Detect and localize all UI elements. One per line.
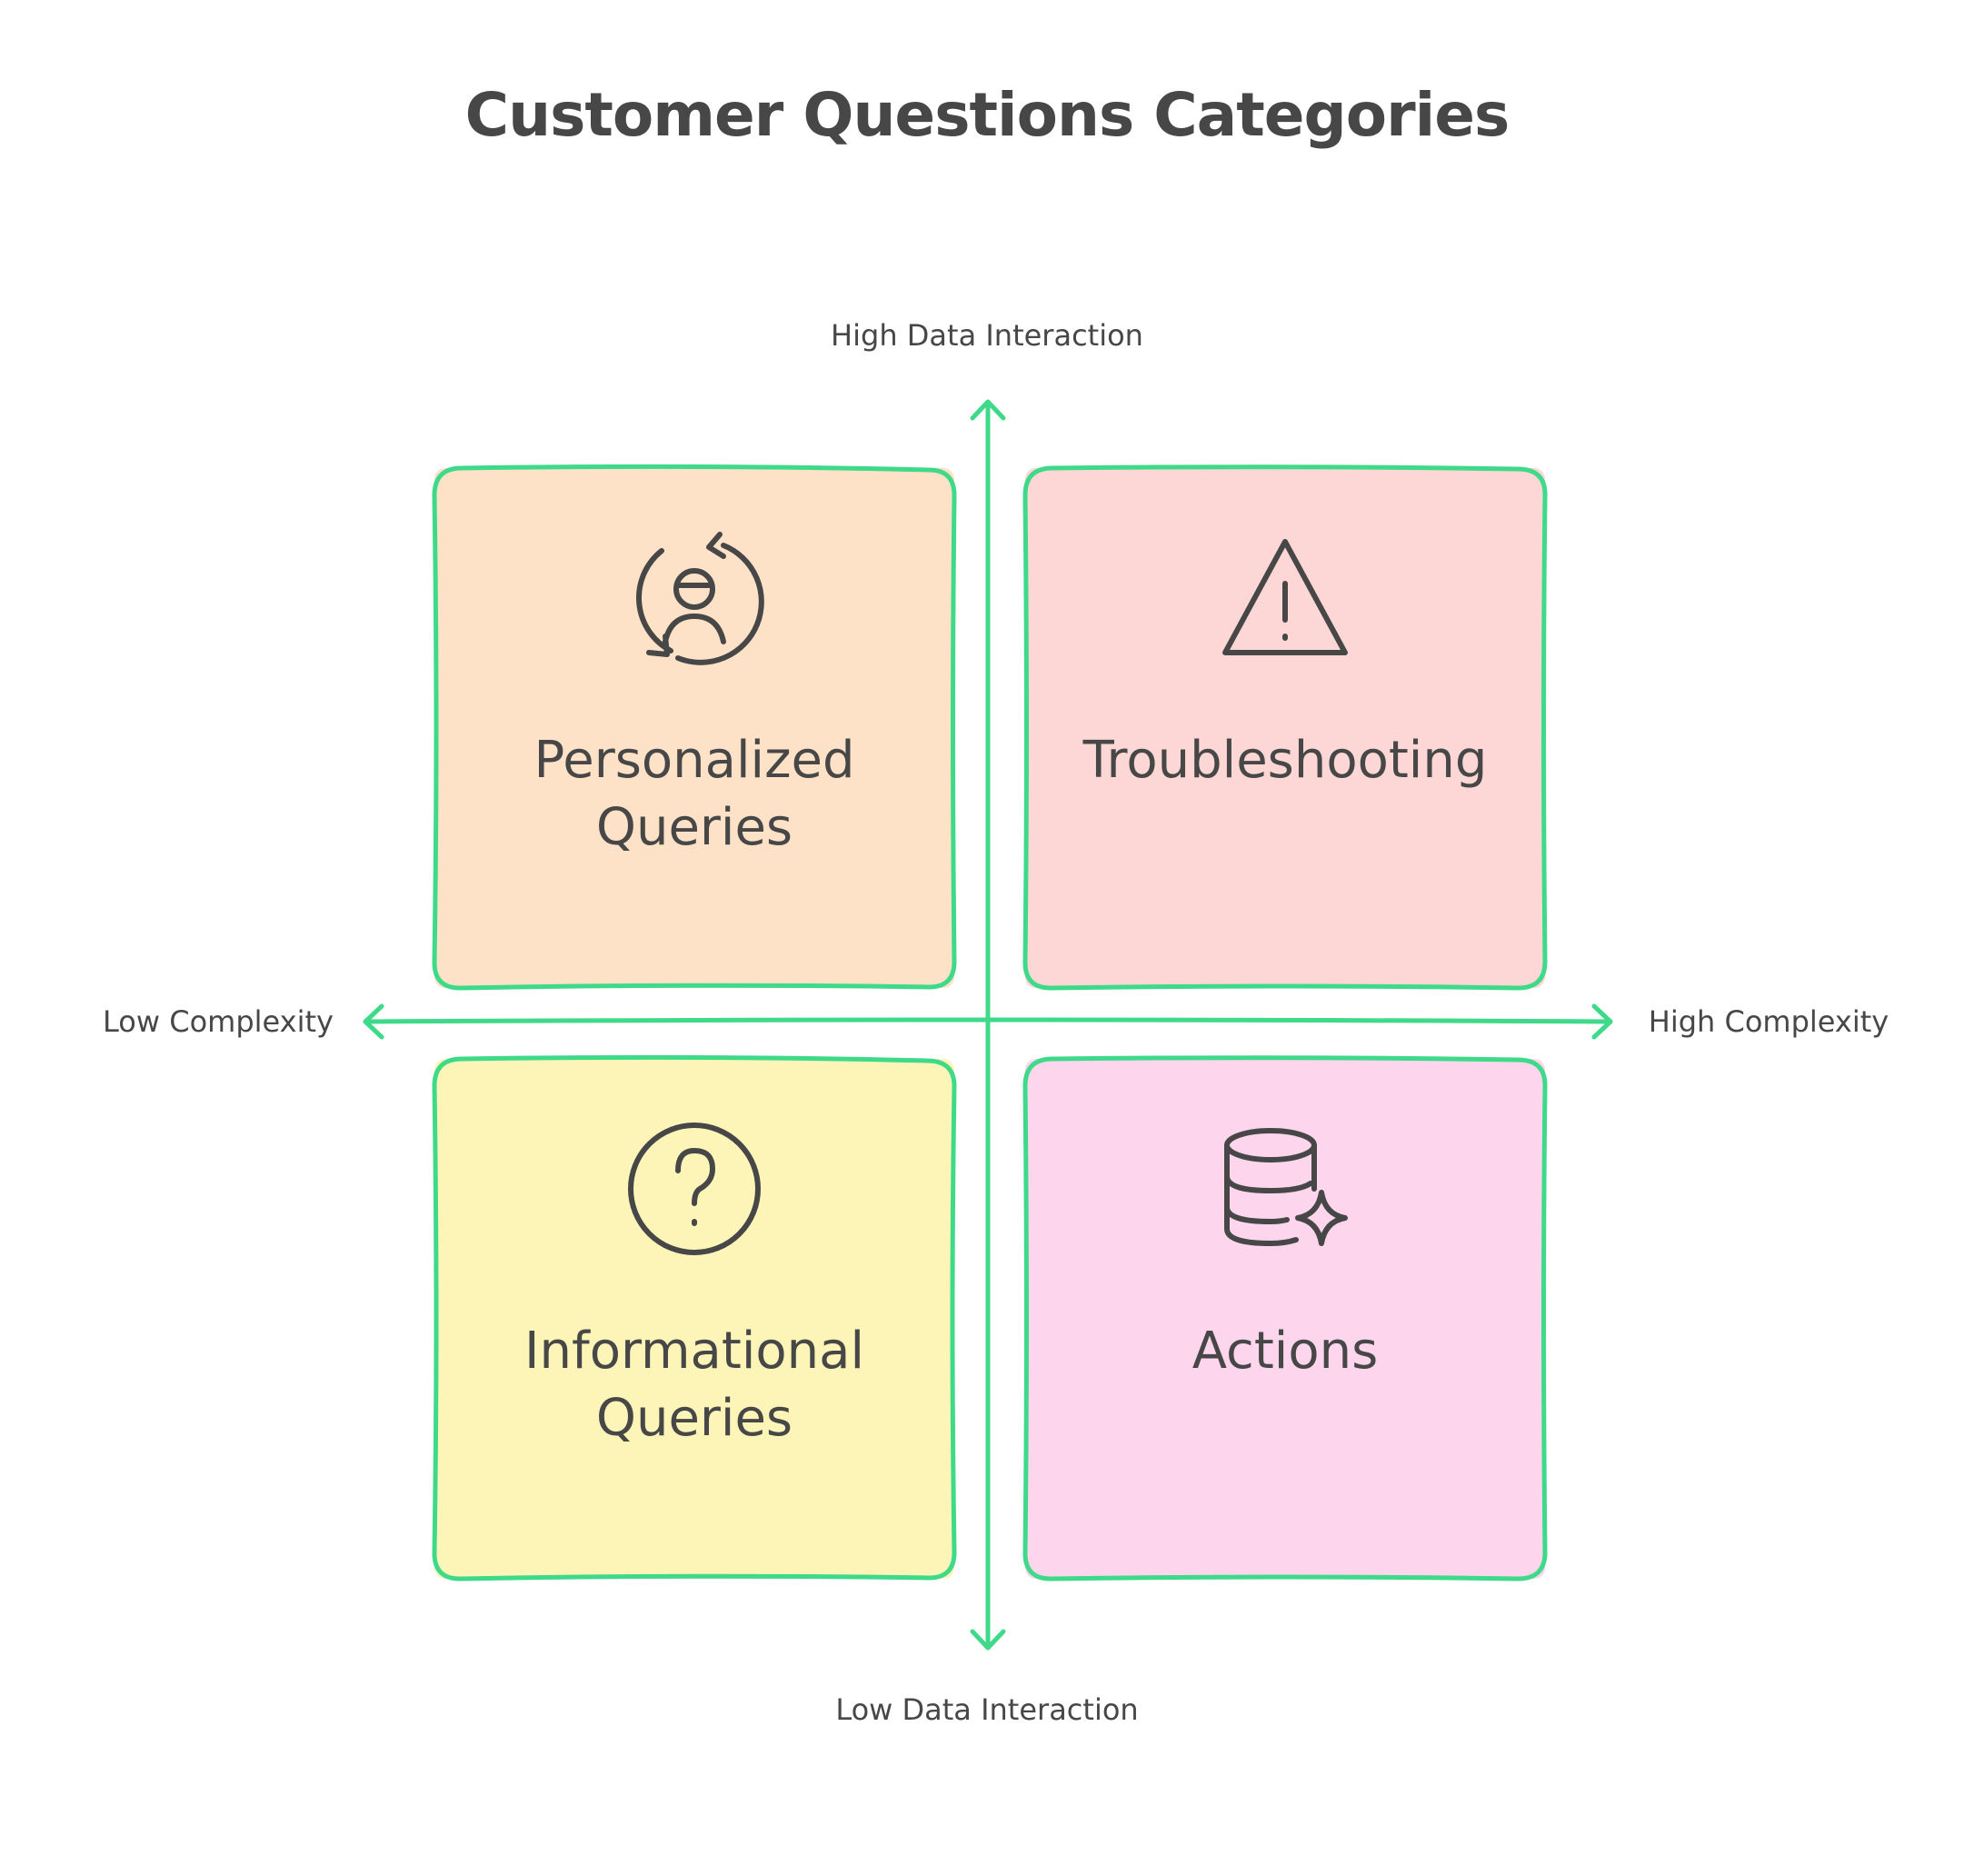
vertical-axis-arrow-top bbox=[970, 399, 1006, 421]
vertical-axis-arrow-bottom bbox=[970, 1629, 1006, 1651]
quadrant-fill-top-left bbox=[434, 468, 954, 988]
horizontal-axis-arrow-right bbox=[1591, 1003, 1613, 1040]
quadrant-label-troubleshooting: Troubleshooting bbox=[1082, 731, 1488, 790]
warning-triangle-icon bbox=[1222, 539, 1348, 655]
quadrant-label-actions: Actions bbox=[1191, 1322, 1379, 1381]
axis-label-high-complexity: High Complexity bbox=[1648, 1004, 1889, 1039]
horizontal-axis-arrow-left bbox=[363, 1003, 384, 1040]
database-sparkle-icon bbox=[1224, 1128, 1348, 1246]
axis-label-low-complexity: Low Complexity bbox=[103, 1004, 334, 1039]
question-circle-icon bbox=[628, 1123, 761, 1255]
quadrant-fill-bottom-right bbox=[1025, 1059, 1545, 1579]
axis-label-high-data-interaction: High Data Interaction bbox=[831, 318, 1143, 353]
horizontal-axis bbox=[363, 1017, 1613, 1024]
page-title: Customer Questions Categories bbox=[464, 80, 1510, 150]
quadrant-fill-bottom-left bbox=[434, 1059, 954, 1579]
quadrant-border-bottom-right bbox=[1022, 1055, 1548, 1582]
quadrant-border-top-right bbox=[1022, 464, 1548, 991]
quadrant-label-informational-queries: Informational Queries bbox=[523, 1322, 865, 1448]
quadrant-border-bottom-left bbox=[432, 1054, 957, 1582]
user-refresh-icon bbox=[635, 532, 764, 665]
axis-label-low-data-interaction: Low Data Interaction bbox=[835, 1692, 1139, 1727]
quadrant-border-top-left bbox=[432, 464, 957, 991]
quadrant-label-personalized-queries: Personalized Queries bbox=[533, 731, 855, 857]
quadrant-fill-top-right bbox=[1025, 468, 1545, 988]
vertical-axis bbox=[985, 401, 992, 1650]
